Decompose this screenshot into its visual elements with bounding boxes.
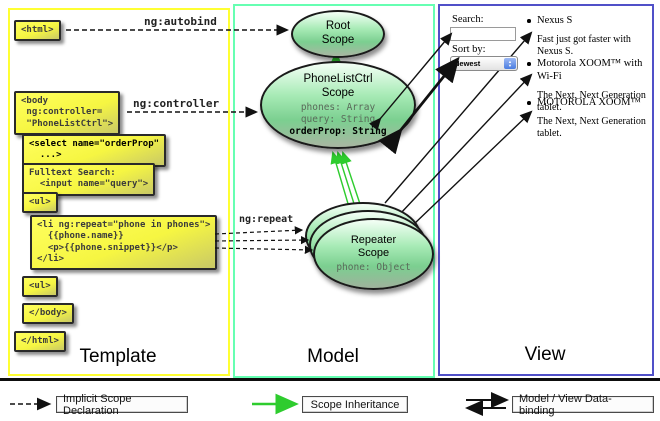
search-label: Search: [452,14,484,25]
phonelistctrl-scope-props: phones: Array query: String [300,102,376,126]
label-ng-repeat: ng:repeat [239,214,294,225]
search-input[interactable] [450,27,516,41]
code-html-close: </html> [14,331,66,353]
sort-select[interactable]: Newest ▲▼ [450,56,518,71]
phone-desc: Fast just got faster with Nexus S. [537,34,631,57]
code-fulltext-search: Fulltext Search: <input name="query"> [22,163,156,196]
bullet-icon [527,62,531,66]
label-ng-controller: ng:controller [133,97,220,110]
bullet-icon [527,19,531,23]
code-li-repeat: <li ng:repeat="phone in phones"> {{phone… [30,215,218,270]
phone-desc: The Next, Next Generation tablet. [537,116,646,139]
code-html-open: <html> [14,20,61,42]
sort-select-value: Newest [454,59,481,68]
phonelistctrl-scope-ellipse: PhoneListCtrl Scope phones: Array query:… [260,61,416,149]
code-ul-close: <ul> [22,276,58,298]
legend-scope-inheritance: Scope Inheritance [302,396,408,413]
select-stepper-icon: ▲▼ [504,58,516,69]
bullet-icon [527,101,531,105]
code-body-close: </body> [22,303,74,325]
root-scope-title: Root Scope [321,20,355,46]
repeater-scope-prop: phone: Object [336,262,411,274]
sort-by-label: Sort by: [452,44,486,55]
legend-model-view-data-binding: Model / View Data-binding [512,393,654,417]
code-body-open: <body ng:controller= "PhoneListCtrl"> [14,91,121,135]
code-ul-open: <ul> [22,192,58,214]
repeater-scope-ellipse: Repeater Scope phone: Object [313,218,434,290]
phonelistctrl-scope-orderprop: orderProp: String [289,126,387,138]
phone-list-item: Nexus S Fast just got faster with Nexus … [516,14,648,58]
phone-list-item: MOTOROLA XOOM™ The Next, Next Generation… [516,96,648,140]
phonelistctrl-scope-title: PhoneListCtrl Scope [303,72,373,99]
template-column-label: Template [79,346,157,367]
legend-implicit-scope-declaration: Implicit Scope Declaration [56,393,188,417]
label-ng-autobind: ng:autobind [144,15,217,28]
legend-divider [0,378,660,381]
phone-title: Motorola XOOM™ with Wi-Fi [537,58,643,82]
phone-title: Nexus S [537,15,573,26]
code-select: <select name="orderProp" ...> [22,134,167,167]
phone-desc: The Next, Next Generation tablet. [537,90,646,113]
view-column-label: View [524,344,566,365]
model-column-label: Model [307,346,359,367]
root-scope-ellipse: Root Scope [291,10,385,58]
phone-title: MOTOROLA XOOM™ [537,97,641,108]
repeater-scope-title: Repeater Scope [350,233,397,260]
